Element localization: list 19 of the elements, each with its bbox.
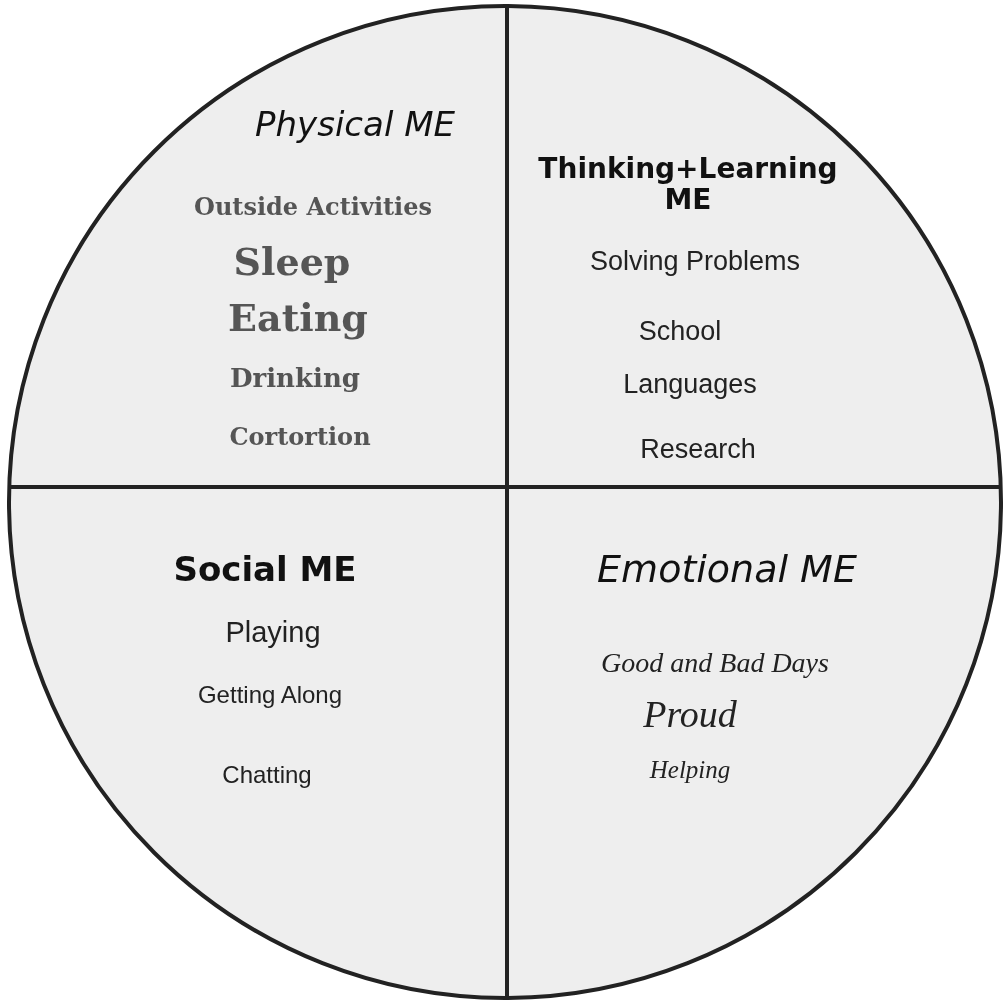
quadrant-item: Eating	[228, 297, 368, 339]
quadrant-item: Languages	[623, 370, 757, 400]
quadrant-heading: Emotional ME	[597, 549, 857, 591]
quadrant-item: Research	[640, 435, 756, 465]
quadrant-item: Good and Bad Days	[601, 647, 829, 679]
quadrant-item: Getting Along	[197, 681, 343, 709]
quadrant-item: Solving Problems	[589, 247, 801, 277]
quadrant-heading: Social ME	[173, 551, 357, 589]
quadrant-item: Sleep	[233, 241, 351, 283]
quadrant-heading: Thinking+Learning ME	[538, 154, 838, 216]
quadrant-item: Helping	[649, 756, 731, 784]
quadrant-item: Chatting	[222, 761, 312, 789]
quadrant-item: Cortortion	[229, 423, 371, 451]
quadrant-item: Drinking	[230, 363, 360, 393]
quadrant-item: Proud	[643, 694, 737, 736]
quadrant-item: Playing	[225, 617, 321, 649]
quadrant-heading: Physical ME	[255, 106, 455, 144]
quadrant-item: Outside Activities	[194, 193, 432, 221]
quadrant-item: School	[638, 317, 722, 347]
